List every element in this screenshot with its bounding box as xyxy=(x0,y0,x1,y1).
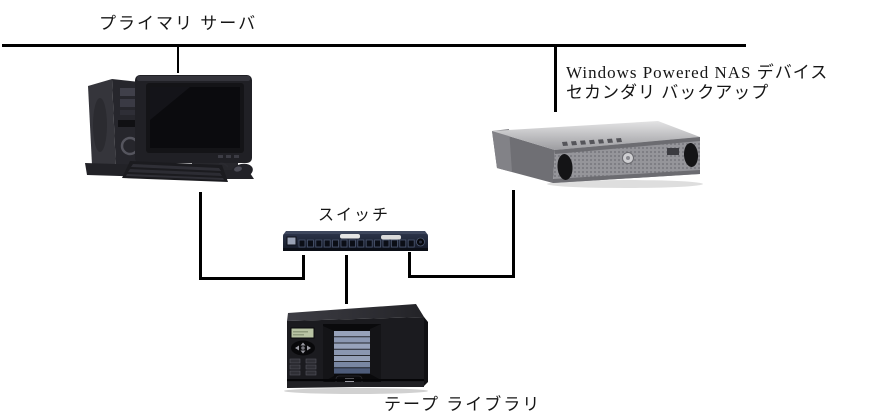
switch-label: スイッチ xyxy=(318,207,391,224)
keyboard-icon xyxy=(122,161,228,182)
primary-server-image xyxy=(85,75,254,182)
tape-library-label: テープ ライブラリ xyxy=(384,395,542,414)
nas-device-label-line2: セカンダリ バックアップ xyxy=(566,83,770,102)
switch-left-port-line xyxy=(302,255,305,279)
switch-ports xyxy=(298,239,415,248)
mouse-icon xyxy=(218,162,253,179)
rack-server-icon xyxy=(492,121,703,188)
server-to-switch-line xyxy=(199,277,305,280)
switch-to-tape-line xyxy=(345,255,348,304)
tape-library-icon xyxy=(284,304,428,394)
tape-library-image xyxy=(284,304,428,394)
switch-right-port-line xyxy=(408,252,411,277)
tape-control-panel xyxy=(289,327,317,376)
nas-drop-line xyxy=(512,190,515,277)
tape-cartridge-bay xyxy=(323,324,381,386)
switch-to-nas-line xyxy=(408,275,515,278)
server-to-backbone-line xyxy=(177,47,179,73)
nas-device-image xyxy=(492,121,703,188)
network-switch-icon xyxy=(283,231,428,251)
nas-device-label-line1: Windows Powered NAS デバイス xyxy=(566,63,829,82)
nas-label-callout-line xyxy=(554,47,557,112)
nas-device-label: Windows Powered NAS デバイス セカンダリ バックアップ xyxy=(566,63,828,103)
backbone-bus-line xyxy=(2,44,746,47)
primary-server-label: プライマリ サーバ xyxy=(99,14,258,33)
switch-image xyxy=(283,231,428,251)
server-drop-line xyxy=(199,192,202,279)
nas-top-vents xyxy=(562,138,622,146)
